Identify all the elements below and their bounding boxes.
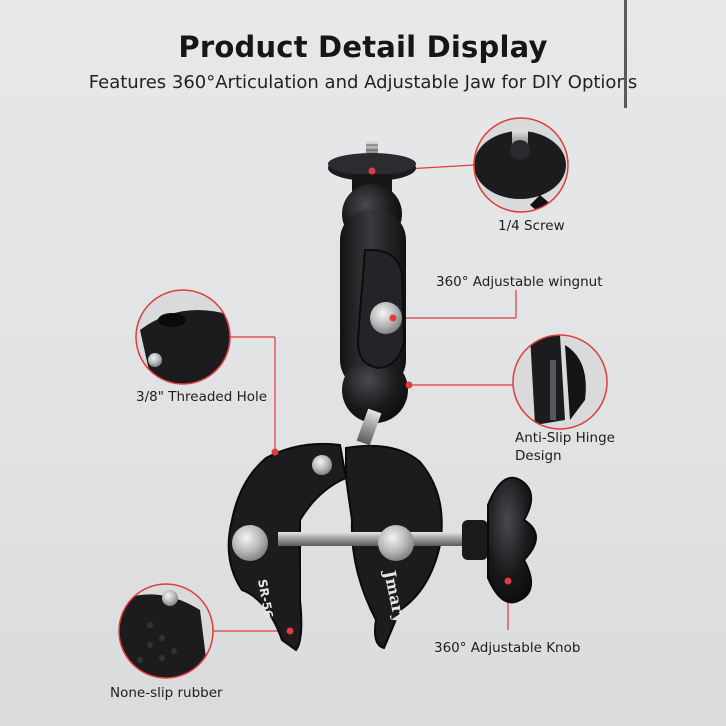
- zoom-threaded-hole: [135, 289, 231, 385]
- adjustable-knob: [462, 476, 537, 604]
- top-screw-mount: [328, 140, 416, 192]
- callout-screw: 1/4 Screw: [498, 218, 565, 234]
- page-subtitle: Features 360°Articulation and Adjustable…: [88, 72, 638, 93]
- callout-dots: [271, 167, 512, 635]
- callout-knob: 360° Adjustable Knob: [434, 640, 581, 656]
- callout-hinge-line1: Anti-Slip Hinge: [515, 430, 615, 446]
- edge-divider: [624, 0, 627, 108]
- page-title: Product Detail Display: [178, 30, 548, 64]
- model-mark: SR-56: [255, 578, 276, 619]
- callout-wingnut: 360° Adjustable wingnut: [436, 274, 603, 290]
- crab-clamp: SR-56 Jmary: [227, 442, 478, 652]
- zoom-screw: [473, 117, 569, 213]
- callout-hinge-line2: Design: [515, 448, 562, 464]
- zoom-hinge: [512, 334, 608, 430]
- zoom-rubber: [118, 583, 214, 679]
- callout-threaded-hole: 3/8" Threaded Hole: [136, 389, 268, 405]
- callout-hinge: Anti-Slip Hinge Design: [515, 429, 615, 465]
- callout-rubber: None-slip rubber: [110, 685, 223, 701]
- ball-arm: [340, 184, 408, 446]
